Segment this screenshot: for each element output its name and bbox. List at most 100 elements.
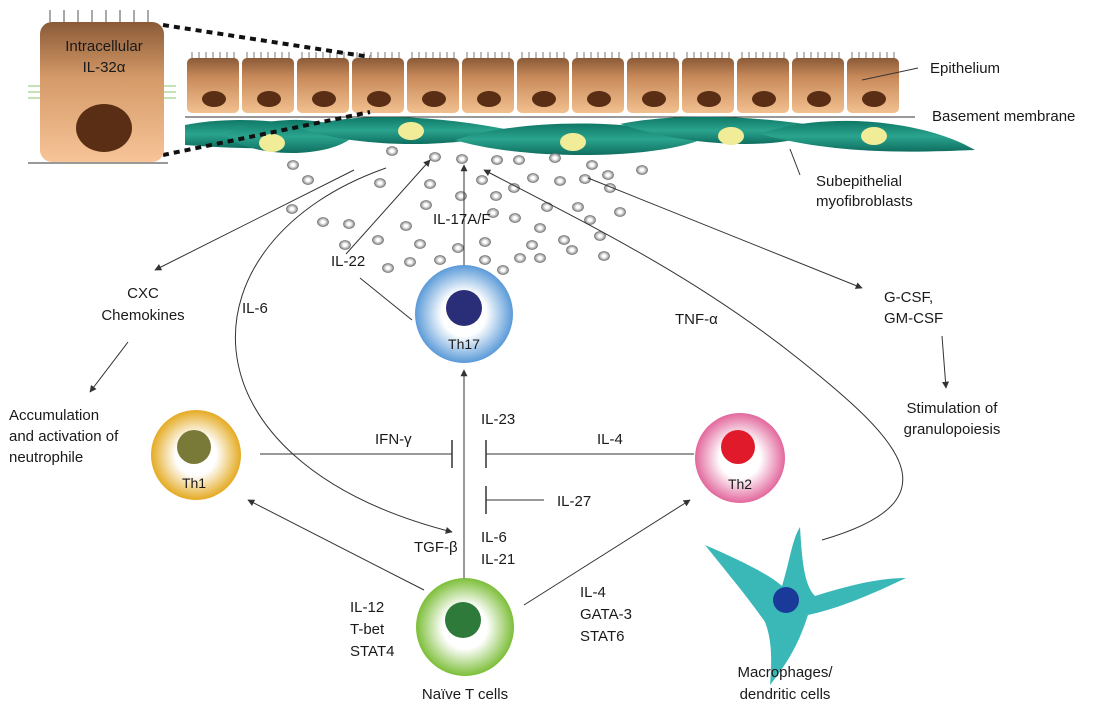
gcsf-label-2: GM-CSF (884, 310, 943, 327)
epithelial-cell (792, 52, 844, 113)
cytokine-particle (434, 255, 446, 265)
cytokine-particle (636, 165, 648, 175)
arrow-cxc-to-accum (89, 341, 129, 393)
cytokine-particle (598, 251, 610, 261)
il27-label: IL-27 (557, 493, 591, 510)
cytokine-particle (490, 191, 502, 201)
cytokine-particle (414, 239, 426, 249)
basement-membrane-label: Basement membrane (932, 108, 1075, 125)
arrow-gcsf-to-stim (941, 335, 950, 389)
myofibroblasts-label-1: Subepithelial (816, 173, 902, 190)
cytokine-particle (566, 245, 578, 255)
epithelium-cells (187, 52, 899, 113)
epithelial-cell (682, 52, 734, 113)
secreted-cytokine-particles (286, 146, 648, 275)
gata3-label: GATA-3 (580, 606, 632, 623)
cytokine-particle (594, 231, 606, 241)
cytokine-particle (372, 235, 384, 245)
cytokine-particle (558, 235, 570, 245)
cytokine-particle (549, 153, 561, 163)
cytokine-particle (343, 219, 355, 229)
ifng-label: IFN-γ (375, 431, 412, 448)
cytokine-particle (317, 217, 329, 227)
myofibroblasts-label-2: myofibroblasts (816, 193, 913, 210)
accum-label-2: and activation of (9, 428, 119, 445)
epithelial-cell (352, 52, 404, 113)
cytokine-particle (572, 202, 584, 212)
cytokine-particle (487, 208, 499, 218)
cytokine-particle (514, 253, 526, 263)
cytokine-particle (400, 221, 412, 231)
th1-label: Th1 (182, 475, 206, 491)
enlarged-epithelial-cell (28, 10, 176, 164)
gcsf-label-1: G-CSF, (884, 289, 933, 306)
il23-label: IL-23 (481, 411, 515, 428)
cytokine-particle (424, 179, 436, 189)
arrow-to-gcsf (587, 177, 863, 289)
tgfb-label: TGF-β (414, 539, 458, 556)
cytokine-particle (287, 160, 299, 170)
cxc-label-2: Chemokines (101, 307, 184, 324)
cytokine-particle (286, 204, 298, 214)
th17-cell (415, 265, 513, 363)
cytokine-particle (579, 174, 591, 184)
stat4-label: STAT4 (350, 643, 394, 660)
naive-t-cell (416, 578, 514, 676)
cytokine-particle (602, 170, 614, 180)
epithelial-cell (572, 52, 624, 113)
il22-connector (359, 277, 413, 321)
il21-label: IL-21 (481, 551, 515, 568)
epithelial-cell (407, 52, 459, 113)
cytokine-particle (586, 160, 598, 170)
cytokine-particle (382, 263, 394, 273)
th2-label: Th2 (728, 476, 752, 492)
arrow-tnfa (483, 169, 904, 541)
cytokine-particle (526, 240, 538, 250)
th2-cell (695, 413, 785, 503)
cytokine-particle (456, 154, 468, 164)
epithelium-label: Epithelium (930, 60, 1000, 77)
cytokine-particle (584, 215, 596, 225)
cytokine-particle (534, 253, 546, 263)
cytokine-particle (386, 146, 398, 156)
epithelial-cell (737, 52, 789, 113)
epithelial-cell (627, 52, 679, 113)
arrow-il6 (234, 167, 453, 534)
cytokine-particle (513, 155, 525, 165)
cytokine-particle (554, 176, 566, 186)
il32a-label: IL-32α (83, 59, 126, 76)
cytokine-particle (479, 237, 491, 247)
macrophages-label-2: dendritic cells (740, 686, 831, 703)
cytokine-particle (479, 255, 491, 265)
accum-label-1: Accumulation (9, 407, 99, 424)
il4-top-label: IL-4 (597, 431, 623, 448)
cytokine-particle (455, 191, 467, 201)
tnfa-label: TNF-α (675, 311, 718, 328)
cytokine-particle (452, 243, 464, 253)
stim-label-1: Stimulation of (907, 400, 999, 417)
cytokine-particle (491, 155, 503, 165)
il6-center-label: IL-6 (481, 529, 507, 546)
epithelial-cell (517, 52, 569, 113)
myofibroblast-layer (185, 116, 975, 155)
cytokine-particle (302, 175, 314, 185)
il17af-label: IL-17A/F (433, 211, 491, 228)
epithelial-cell (242, 52, 294, 113)
dendritic-cell (705, 527, 906, 685)
zoom-line-top (162, 23, 371, 59)
epithelial-cell (462, 52, 514, 113)
stim-label-2: granulopoiesis (904, 421, 1001, 438)
th17-label: Th17 (448, 336, 480, 352)
arrow-naive-to-th2 (523, 499, 691, 606)
myofibroblast-leader (789, 148, 801, 176)
cytokine-particle (429, 152, 441, 162)
naive-label: Naïve T cells (422, 686, 508, 703)
arrow-il22 (345, 159, 431, 255)
cxc-label-1: CXC (127, 285, 159, 302)
epithelial-cell (847, 52, 899, 113)
arrow-naive-to-th1 (247, 499, 425, 591)
cytokine-particle (339, 240, 351, 250)
arrow-to-cxc (154, 169, 355, 271)
